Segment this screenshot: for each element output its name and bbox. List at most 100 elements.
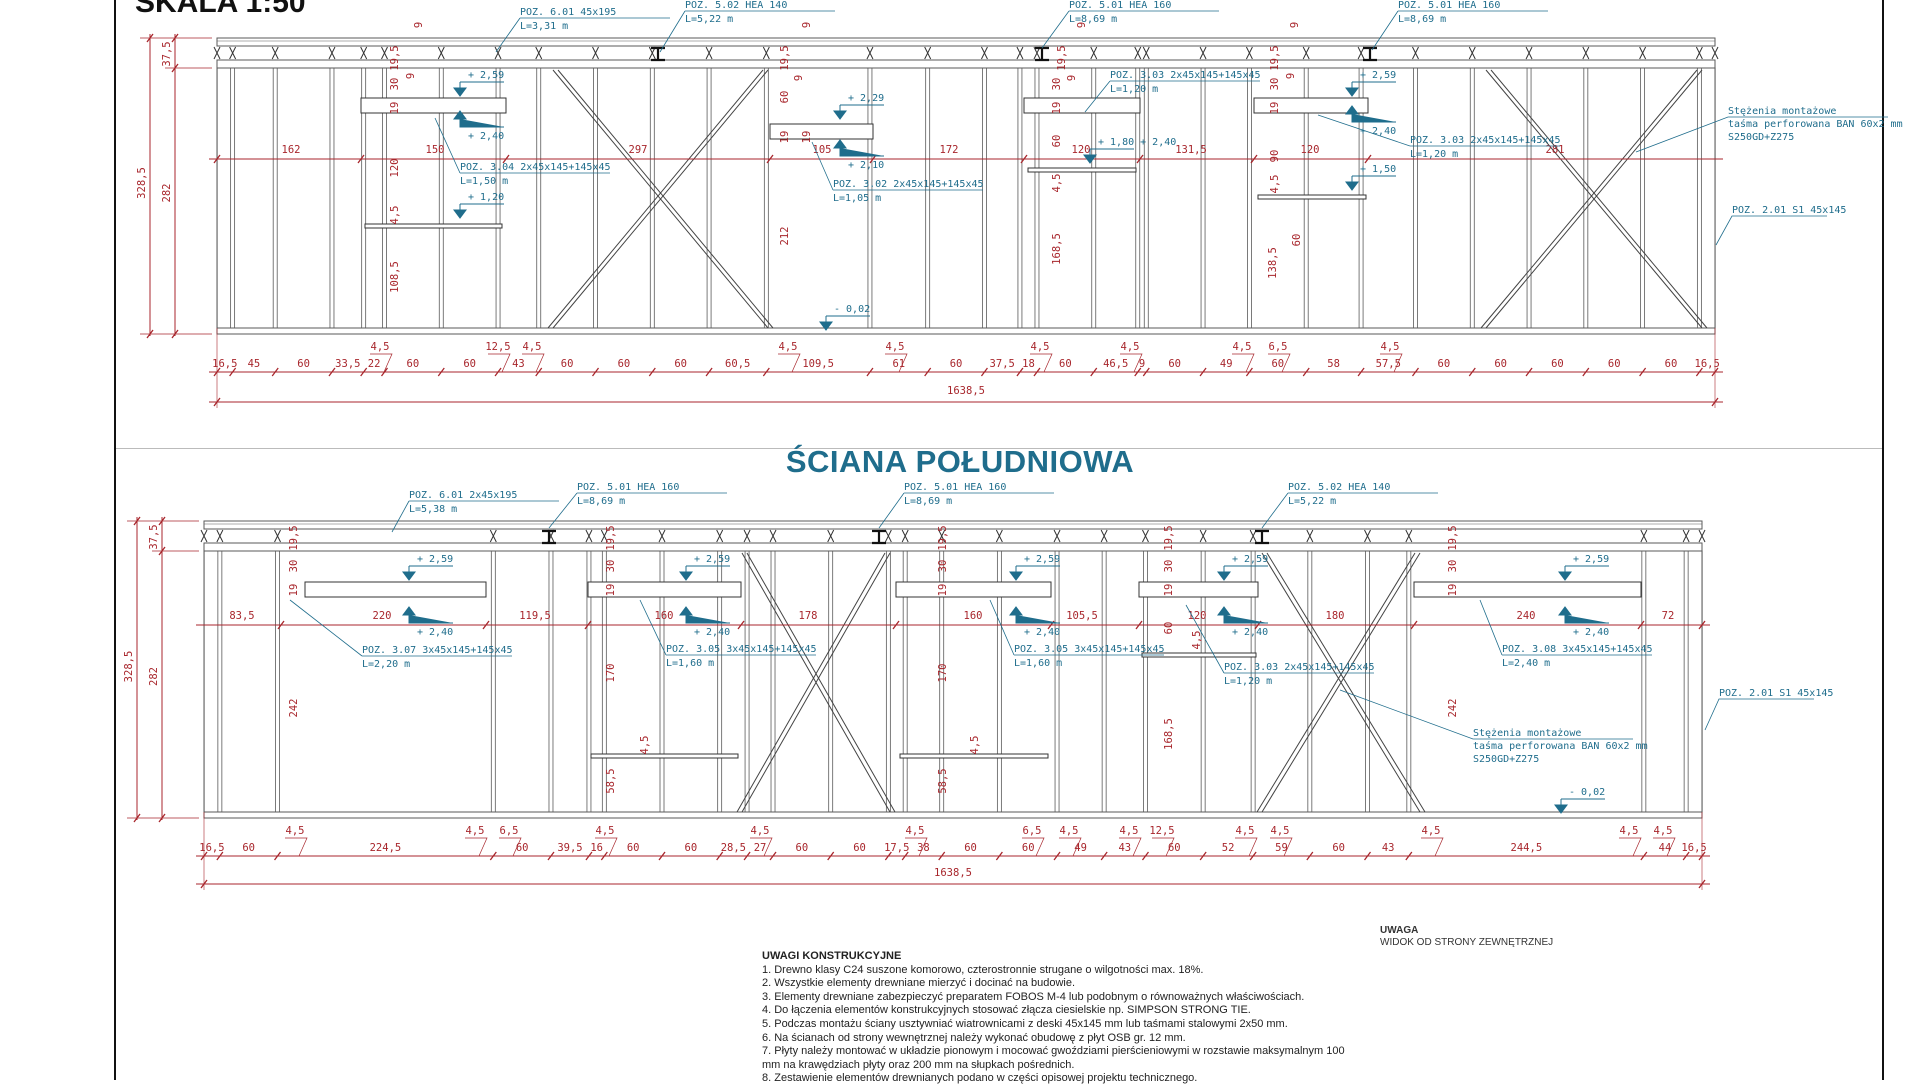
element-position: POZ. 5.01 HEA 160	[1069, 0, 1171, 11]
total-length: 1638,5	[934, 867, 972, 879]
element-position: POZ. 5.01 HEA 160	[577, 482, 679, 493]
callout-leader	[392, 501, 409, 532]
blocking-x-icon	[981, 47, 987, 59]
vertical-dimension: 170	[605, 664, 617, 683]
dimension-value: 60	[1608, 358, 1621, 370]
element-length: L=2,40 m	[1502, 658, 1550, 669]
level-marker: + 2,40	[1559, 607, 1609, 638]
element-position: POZ. 6.01 45x195	[520, 7, 616, 18]
level-value: + 2,59	[417, 554, 453, 565]
blocking-x-icon	[1091, 47, 1097, 59]
blocking-x-icon	[885, 530, 891, 542]
blocking-x-icon	[275, 530, 281, 542]
level-triangle-icon	[454, 204, 504, 218]
level-marker: + 2,40	[680, 607, 730, 638]
vertical-dimension: 138,5	[1267, 247, 1279, 279]
vertical-dimension: 19,5	[937, 525, 949, 550]
dimension-value: 60	[561, 358, 574, 370]
leader	[465, 838, 487, 856]
blocking-x-icon	[1683, 530, 1689, 542]
steel-beam-icon	[1255, 531, 1269, 543]
stud-width-mark: 12,5	[485, 341, 510, 353]
dimension-value: 109,5	[802, 358, 834, 370]
callout-leader	[549, 493, 577, 528]
top-plate	[217, 38, 1715, 46]
blocking-x-icon	[902, 530, 908, 542]
opening-dimension: 83,5	[229, 610, 254, 622]
level-value: + 2,59	[694, 554, 730, 565]
blocking-x-icon	[867, 47, 873, 59]
level-value: + 2,59	[1360, 70, 1396, 81]
vertical-dimension: 4,5	[969, 736, 981, 755]
diagonal-brace	[553, 70, 773, 328]
stud-width-mark: 4,5	[1271, 825, 1290, 837]
vertical-dimension: 19,5	[605, 525, 617, 550]
stud-width-mark: 4,5	[1654, 825, 1673, 837]
element-position: POZ. 3.05 3x45x145+145x45	[1014, 644, 1165, 655]
vertical-dimension: 30	[937, 560, 949, 573]
blocking-x-icon	[744, 530, 750, 542]
stud-width-mark: 4,5	[886, 341, 905, 353]
dimension-value: 60	[964, 842, 977, 854]
bottom-plate	[217, 328, 1715, 334]
blocking-x-icon	[201, 530, 207, 542]
stud-width-mark: 4,5	[779, 341, 798, 353]
opening-dimension: 240	[1517, 610, 1536, 622]
dimension-value: 43	[1382, 842, 1395, 854]
blocking-x-icon	[214, 47, 220, 59]
level-triangle-icon	[1346, 106, 1396, 122]
vertical-dimension: 19,5	[1056, 45, 1068, 70]
dimension-value: 16	[590, 842, 603, 854]
view-remark: UWAGA WIDOK OD STRONY ZEWNĘTRZNEJ	[1380, 925, 1553, 949]
level-triangle-icon	[454, 82, 504, 96]
stud-width-mark: 6,5	[1269, 341, 1288, 353]
opening-dimension: 105,5	[1066, 610, 1098, 622]
stud-width-mark: 4,5	[1120, 825, 1139, 837]
wall-height: 282	[148, 667, 160, 686]
header-beam	[361, 98, 506, 113]
dimension-value: 16,5	[212, 358, 237, 370]
vertical-dimension: 19,5	[1269, 45, 1281, 70]
dimension-value: 44	[1659, 842, 1672, 854]
level-value: + 2,59	[1232, 554, 1268, 565]
vertical-dimension: 58,5	[605, 768, 617, 793]
opening-dimension: 220	[373, 610, 392, 622]
dimension-value: 60	[1551, 358, 1564, 370]
blocking-x-icon	[329, 47, 335, 59]
blocking-x-icon	[925, 47, 931, 59]
dimension-value: 16,5	[199, 842, 224, 854]
vertical-dimension: 60	[779, 91, 791, 104]
note-item: 3. Elementy drewniane zabezpieczyć prepa…	[762, 991, 1345, 1005]
blocking-x-icon	[1054, 530, 1060, 542]
level-value: + 2,40	[1024, 627, 1060, 638]
level-marker: + 2,59	[403, 554, 453, 580]
stud-width-mark: 4,5	[1236, 825, 1255, 837]
dimension-value: 43	[512, 358, 525, 370]
header-beam	[896, 582, 1051, 597]
level-marker: + 1,20	[454, 192, 504, 218]
dimension-value: 52	[1222, 842, 1235, 854]
level-triangle-icon	[1218, 607, 1268, 623]
construction-notes: UWAGI KONSTRUKCYJNE 1. Drewno klasy C24 …	[762, 950, 1345, 1086]
steel-beam-icon	[1363, 48, 1377, 60]
stud-width-mark: 4,5	[1620, 825, 1639, 837]
vertical-dimension: 19	[801, 131, 813, 144]
blocking-x-icon	[1412, 47, 1418, 59]
element-length: L=8,69 m	[1069, 14, 1117, 25]
vertical-dimension: 168,5	[1163, 718, 1175, 750]
vertical-dimension: 9	[793, 75, 805, 81]
level-triangle-icon	[403, 566, 453, 580]
element-length: L=2,20 m	[362, 659, 410, 670]
blocking-x-icon	[381, 47, 387, 59]
blocking-x-icon	[230, 47, 236, 59]
stud-width-mark: 4,5	[466, 825, 485, 837]
vertical-dimension: 19	[1269, 102, 1281, 115]
level-value: + 2,40	[417, 627, 453, 638]
vertical-dimension: 9	[413, 22, 425, 28]
top-plate-lower	[204, 543, 1702, 551]
blocking-x-icon	[659, 530, 665, 542]
dimension-value: 60	[1665, 358, 1678, 370]
blocking-x-icon	[217, 530, 223, 542]
bottom-plate	[204, 812, 1702, 818]
